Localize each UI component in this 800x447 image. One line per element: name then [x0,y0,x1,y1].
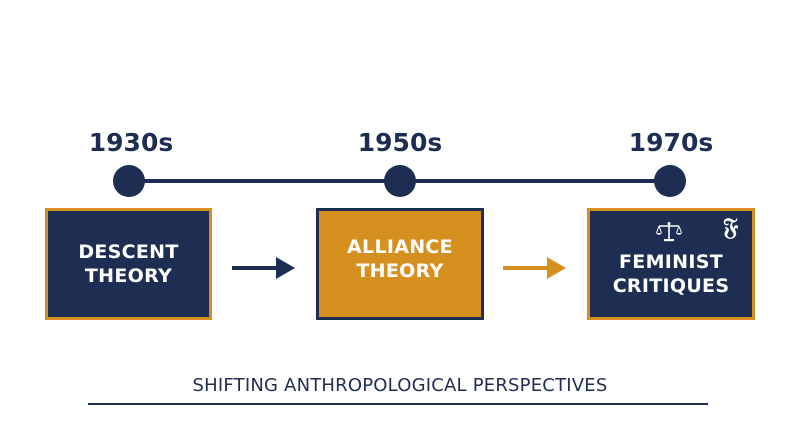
year-label-1930s: 1930s [88,128,174,157]
year-label-1970s: 1970s [628,128,714,157]
arrow-right-gold-icon [503,257,566,279]
timeline-node-1930s [113,165,145,197]
stage-box-label: ALLIANCE THEORY [347,235,453,283]
stage-label-line1: DESCENT [78,241,179,263]
diagram-caption: SHIFTING ANTHROPOLOGICAL PERSPECTIVES [192,375,608,396]
stage-label-line2: THEORY [84,265,173,287]
scales-of-justice-icon [656,221,682,249]
stage-label-line1: ALLIANCE [347,236,453,258]
stage-label-line2: THEORY [356,260,444,282]
stage-box-descent-theory: DESCENT THEORY [45,208,212,320]
timeline-node-1970s [654,165,686,197]
timeline-node-1950s [384,165,416,197]
caption-underline [88,403,708,405]
arrow-right-navy-icon [232,257,295,279]
stage-box-alliance-theory: ALLIANCE THEORY [316,208,484,320]
stage-box-feminist-critiques: 𝔉 FEMINIST CRITIQUES [587,208,755,320]
stage-box-label: FEMINIST CRITIQUES [613,250,730,298]
fraktur-f-icon: 𝔉 [723,212,739,241]
year-label-1950s: 1950s [357,128,443,157]
stage-label-line1: FEMINIST [619,251,723,273]
stage-box-label: DESCENT THEORY [78,240,178,288]
stage-label-line2: CRITIQUES [612,275,730,297]
